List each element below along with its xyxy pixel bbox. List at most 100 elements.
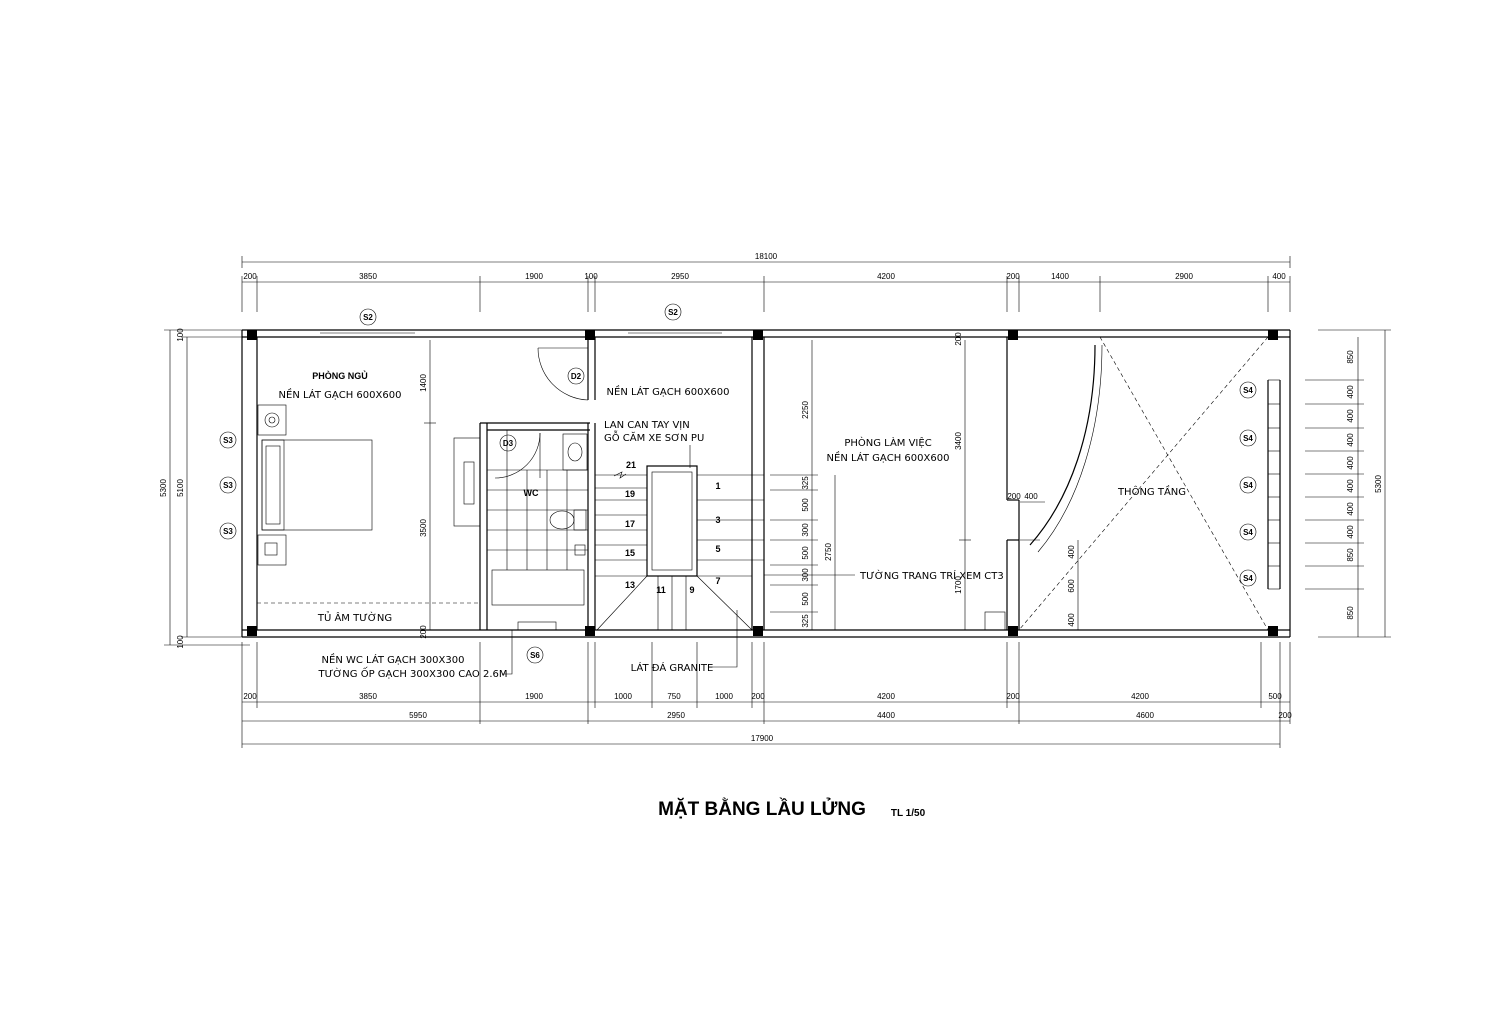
nightstand: [257, 534, 287, 566]
dim-right-8: 400: [1346, 525, 1355, 539]
dim-top-10: 400: [1272, 272, 1286, 281]
svg-text:S2: S2: [668, 308, 678, 317]
scale: TL 1/50: [891, 808, 926, 819]
label-railing-2: GỖ CĂM XE SƠN PU: [604, 429, 704, 444]
step-13: 13: [625, 580, 635, 590]
dim-right-1: 850: [1346, 350, 1355, 364]
dim-stair-1: 325: [801, 476, 810, 490]
step-15: 15: [625, 548, 635, 558]
dim-stair-4: 500: [801, 546, 810, 560]
dim-bottom-11: 500: [1268, 692, 1282, 701]
label-void: THÔNG TẦNG: [1117, 484, 1186, 498]
tag-s3: S3: [219, 476, 237, 494]
dim-office-2: 2750: [824, 543, 833, 561]
dim-right-9: 850: [1346, 548, 1355, 562]
dim-bed-3: 200: [419, 625, 428, 639]
dim-top-6: 4200: [877, 272, 895, 281]
dim-left-bottom: 100: [176, 635, 185, 649]
label-railing-1: LAN CAN TAY VỊN: [604, 420, 690, 431]
bathtub: [491, 569, 585, 606]
svg-text:S3: S3: [223, 527, 233, 536]
dim-bottom2-3: 4400: [877, 711, 895, 720]
door-d2-swing: [537, 347, 589, 401]
internal-dimensions: 1400 3500 200 2250 2750 3400 1700 200 32…: [419, 332, 1079, 639]
dim-bottom-10: 4200: [1131, 692, 1149, 701]
tag-s2: S2: [359, 308, 377, 326]
dim-bottom-7: 200: [751, 692, 765, 701]
column: [247, 330, 257, 340]
tag-s4: S4: [1239, 523, 1257, 541]
tag-s3: S3: [219, 522, 237, 540]
label-wc: WC: [524, 488, 539, 498]
dim-top-1: 200: [243, 272, 257, 281]
column: [1008, 626, 1018, 636]
bottom-dimensions: 200 3850 1900 1000 750 1000 200 4200 200…: [241, 642, 1292, 748]
dim-office-4: 1700: [954, 576, 963, 594]
svg-text:S4: S4: [1243, 434, 1253, 443]
dim-bed-2: 3500: [419, 519, 428, 537]
dim-office-1: 2250: [801, 401, 810, 419]
svg-text:S4: S4: [1243, 528, 1253, 537]
dim-bottom-6: 1000: [715, 692, 733, 701]
wc-fixtures: [487, 430, 588, 631]
dim-bottom2-2: 2950: [667, 711, 685, 720]
dim-void-5: 400: [1067, 613, 1076, 627]
dim-right-10: 850: [1346, 606, 1355, 620]
nightstand: [257, 404, 287, 436]
dim-top-7: 200: [1006, 272, 1020, 281]
dim-overall-bottom: 17900: [751, 734, 774, 743]
stair-arrow-icon: [613, 471, 627, 479]
dim-overall-top: 18100: [755, 252, 778, 261]
svg-text:S4: S4: [1243, 481, 1253, 490]
column: [1268, 626, 1278, 636]
label-wc-floor-1: NỀN WC LÁT GẠCH 300X300: [322, 652, 465, 666]
void-area: [1018, 336, 1269, 631]
dim-right-4: 400: [1346, 433, 1355, 447]
dim-top-5: 2950: [671, 272, 689, 281]
dim-bottom-3: 1900: [525, 692, 543, 701]
column: [585, 626, 595, 636]
dim-void-2: 400: [1024, 492, 1038, 501]
right-dimensions: 5300 850 400 400 400 400 400 400 400 850…: [1305, 329, 1391, 638]
label-hall-floor: NỀN LÁT GẠCH 600X600: [607, 384, 730, 398]
svg-text:D3: D3: [503, 439, 514, 448]
top-dimensions: 18100 200 3850 1900 100 2950 4200 200 14…: [241, 252, 1291, 312]
column: [585, 330, 595, 340]
step-11: 11: [656, 585, 666, 595]
tag-d2: D2: [567, 367, 585, 385]
dim-stair-3: 300: [801, 523, 810, 537]
left-dimensions: 5300 5100 100 100: [159, 328, 250, 649]
dim-stair-2: 500: [801, 498, 810, 512]
staircase: 21 19 17 15 13 11 9 7 5 3 1: [595, 460, 764, 631]
step-3: 3: [715, 515, 720, 525]
column: [753, 626, 763, 636]
column: [753, 330, 763, 340]
columns: [247, 330, 1278, 636]
dim-top-3: 1900: [525, 272, 543, 281]
title: MẶT BẰNG LẦU LỬNG: [658, 798, 866, 820]
label-granite: LÁT ĐÁ GRANITE: [631, 661, 714, 674]
step-19: 19: [625, 489, 635, 499]
stair-well: [646, 465, 698, 577]
column: [1008, 330, 1018, 340]
dim-left-inner: 5100: [176, 479, 185, 497]
dim-bottom-5: 750: [667, 692, 681, 701]
label-wc-floor-2: TƯỜNG ỐP GẠCH 300X300 CAO 2.6M: [317, 666, 507, 680]
svg-text:D2: D2: [571, 372, 582, 381]
svg-text:S2: S2: [363, 313, 373, 322]
label-office: PHÒNG LÀM VIỆC: [844, 436, 931, 449]
step-7: 7: [715, 576, 720, 586]
dim-right-outer: 5300: [1374, 475, 1383, 493]
label-wall-deco: TƯỜNG TRANG TRÍ XEM CT3: [859, 569, 1004, 582]
tags: S2 S2 D2 D3 S3 S3 S3 S4 S4 S4 S4 S4 S6: [219, 303, 1257, 664]
dim-bottom-2: 3850: [359, 692, 377, 701]
svg-text:S4: S4: [1243, 574, 1253, 583]
dim-bottom-9: 200: [1006, 692, 1020, 701]
dim-office-3: 3400: [954, 432, 963, 450]
dim-stair-6: 500: [801, 592, 810, 606]
tag-s4: S4: [1239, 476, 1257, 494]
svg-text:S6: S6: [530, 651, 540, 660]
tag-s4: S4: [1239, 429, 1257, 447]
bedroom-furniture: [257, 404, 481, 566]
